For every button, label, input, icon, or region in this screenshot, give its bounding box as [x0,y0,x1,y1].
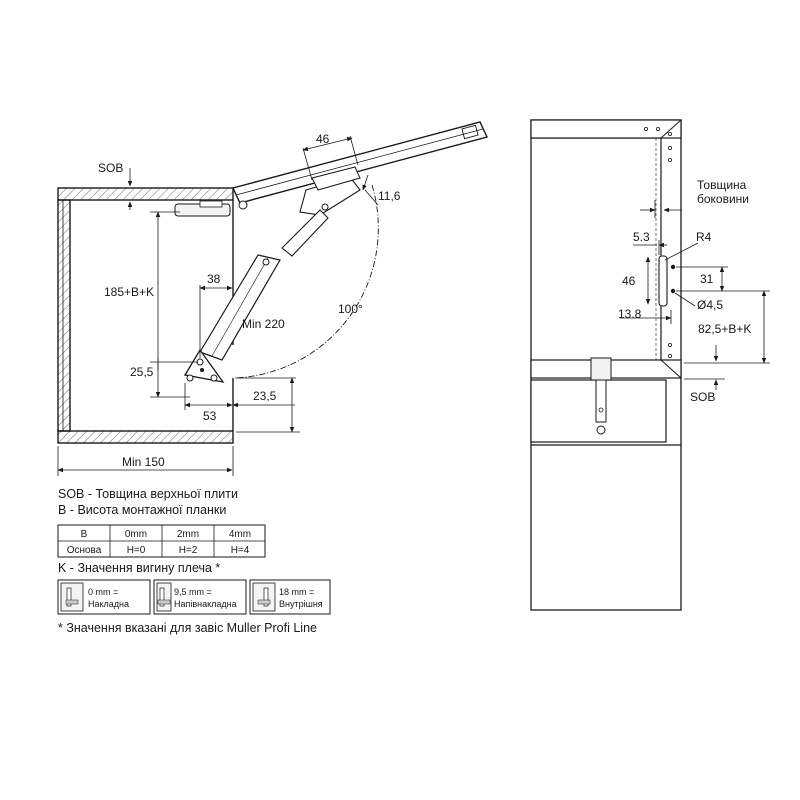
table-header-0: B [81,529,88,540]
hinge-half-line2: Напівнакладна [174,599,237,609]
open-flap [232,121,488,204]
hinge-inset-line1: 18 mm = [279,587,314,597]
left-dimension-labels: SOB 185+B+K 38 25,5 53 23,5 Min 220 Min … [98,132,401,469]
label-25-5: 25,5 [130,365,154,379]
label-11-6: 11,6 [378,189,401,203]
label-38: 38 [207,272,221,286]
side-mechanism [658,255,668,307]
legend-footnote: * Значення вказані для завіс Muller Prof… [58,621,317,635]
label-23-5: 23,5 [253,389,277,403]
legend-k: K - Значення вигину плеча * [58,561,220,575]
hinge-type-inset: 18 mm = Внутрішня [249,579,331,615]
label-r4: R4 [696,230,712,244]
legend-sob: SOB - Товщина верхньої плити [58,487,238,501]
label-46-flap: 46 [316,132,330,146]
hinge-inset-line2: Внутрішня [279,599,323,609]
label-53: 53 [203,409,217,423]
hinge-overlay-line2: Накладна [88,599,129,609]
lift-arm [199,166,361,361]
label-min-150: Min 150 [122,455,165,469]
label-46-right: 46 [622,274,636,288]
hinge [174,200,248,217]
label-thickness-1: Товщина [697,178,747,192]
right-dimensions [620,200,770,390]
table-cell-3: H=4 [231,545,250,556]
label-sob-left: SOB [98,161,123,175]
table-cell-2: H=2 [179,545,198,556]
opening-arc [234,184,379,379]
label-min-220: Min 220 [242,317,285,331]
right-dimension-labels: Товщина боковини 5.3 R4 46 31 Ø4,5 13.8 … [618,178,751,404]
cabinet-front-view [530,119,682,611]
hinge-overlay-line1: 0 mm = [88,587,118,597]
label-31: 31 [700,272,714,286]
cabinet-side-view [57,121,488,444]
legend-b: B - Висота монтажної планки [58,503,226,517]
hinge-type-half-overlay: 9,5 mm = Напівнакладна [153,579,247,615]
table-cell-1: H=0 [127,545,146,556]
label-thickness-2: боковини [697,192,749,206]
top-panel [57,187,234,201]
table-header-1: 0mm [125,529,147,540]
b-table: B 0mm 2mm 4mm Основа H=0 H=2 H=4 [57,524,266,558]
hinge-type-overlay: 0 mm = Накладна [57,579,151,615]
label-sob-right: SOB [690,390,715,404]
label-angle: 100° [338,302,363,316]
label-dia-4-5: Ø4,5 [697,298,723,312]
label-82-5-b-k: 82,5+B+K [698,322,751,336]
left-dimensions [57,135,379,476]
table-header-3: 4mm [229,529,251,540]
legend: SOB - Товщина верхньої плити B - Висота … [57,487,331,635]
label-185-b-k: 185+B+K [104,285,154,299]
table-cell-0: Основа [67,545,102,556]
hinge-half-line1: 9,5 mm = [174,587,212,597]
table-header-2: 2mm [177,529,199,540]
bottom-panel [57,430,234,444]
back-panel [57,199,71,432]
mounting-plate [183,348,225,383]
label-5-3: 5.3 [633,230,650,244]
label-13-8: 13.8 [618,307,642,321]
